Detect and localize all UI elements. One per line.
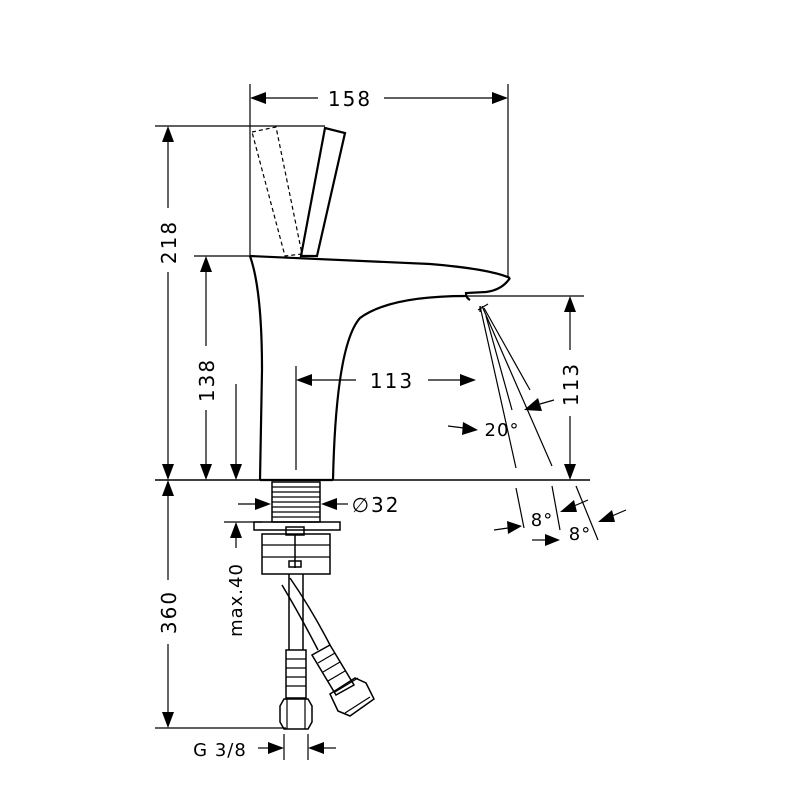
shank-assembly <box>253 481 375 730</box>
dim-outlet-height: 113 <box>559 362 583 406</box>
dim-connection-thread: G 3/8 <box>193 740 247 761</box>
faucet-body <box>248 126 511 482</box>
angled-hose-right <box>289 577 331 646</box>
angled-hose-hex-nut <box>329 677 375 717</box>
straight-hose-crimp <box>285 649 307 699</box>
body-top <box>249 254 511 280</box>
dim-tilt-angle-1: 8° <box>531 510 553 531</box>
dimension-113-reach: 113 <box>295 366 476 470</box>
dimension-360: 360 <box>155 480 286 729</box>
body-front <box>248 255 264 481</box>
dimension-max-40: max.40 <box>224 521 262 637</box>
dimension-20-degree: 20° <box>447 398 555 441</box>
counter-reference-arrow <box>230 384 242 480</box>
shank-threads <box>272 486 320 518</box>
dim-spray-angle: 20° <box>485 420 520 441</box>
jet-line-right <box>481 305 553 467</box>
dimension-138: 138 <box>194 255 250 480</box>
spout-tip <box>464 277 511 301</box>
dimension-218: 218 <box>155 125 325 480</box>
dimension-g38: G 3/8 <box>193 734 336 761</box>
lever-handle <box>299 126 347 258</box>
washer-plate <box>253 521 341 531</box>
dimension-113-height: 113 <box>466 295 584 480</box>
dimension-8-degree-angles: 8° 8° <box>493 485 627 546</box>
dim-overall-depth: 158 <box>328 87 372 111</box>
fixing-nut <box>261 533 331 575</box>
dim-max-counter-thickness: max.40 <box>226 563 247 637</box>
dimension-158: 158 <box>249 84 509 278</box>
dim-spout-height: 138 <box>195 358 219 402</box>
dim-below-counter-length: 360 <box>157 590 181 634</box>
jet-line-left <box>479 305 517 469</box>
angled-hose-left <box>281 584 319 651</box>
angled-hose-crimp <box>310 643 356 697</box>
dim-spout-reach: 113 <box>370 369 414 393</box>
spout-underside <box>331 294 467 481</box>
lever-alternate-position <box>251 126 303 257</box>
dimension-diameter-32: ∅32 <box>238 493 401 517</box>
dim-tilt-angle-2: 8° <box>569 524 591 545</box>
straight-hose-hex-nut <box>279 698 313 730</box>
dim-shank-diameter: ∅32 <box>352 493 401 517</box>
water-jet <box>477 303 553 469</box>
dim-overall-height: 218 <box>157 220 181 264</box>
